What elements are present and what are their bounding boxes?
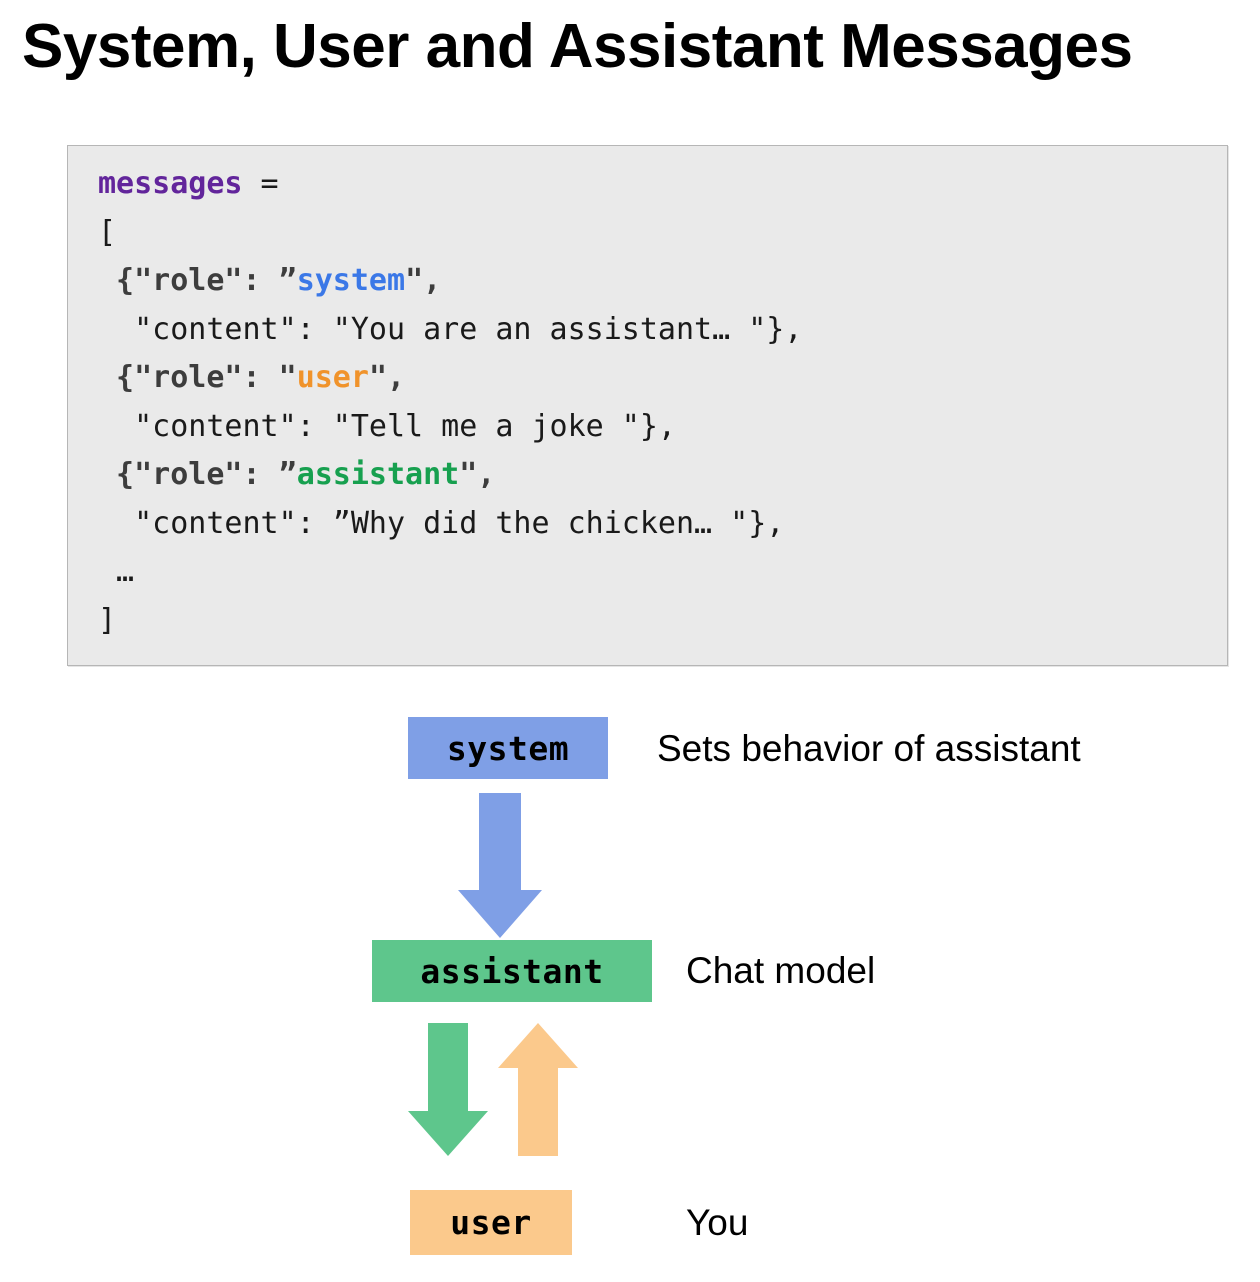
page-title: System, User and Assistant Messages (22, 12, 1133, 81)
code-token-plain: ] (98, 602, 117, 638)
code-token-punct-b: ” (278, 457, 297, 492)
code-line: "content": "You are an assistant… "}, (98, 306, 1221, 355)
code-token-punct-b: { (98, 360, 135, 395)
code-line: [ (98, 209, 1221, 258)
code-token-plain: "content": "You are an assistant… "}, (98, 311, 803, 347)
diagram-node-user[interactable]: user (410, 1190, 572, 1255)
code-line: {"role": ”assistant", (98, 451, 1221, 500)
code-token-punct-b: : (242, 360, 279, 395)
diagram-node-assistant[interactable]: assistant (372, 940, 652, 1002)
code-token-punct-b: : (242, 457, 279, 492)
code-line: … (98, 548, 1221, 597)
code-token-assistant: assistant (296, 457, 460, 492)
code-token-user: user (296, 360, 369, 395)
roles-flow-diagram: system Sets behavior of assistant assist… (0, 690, 1260, 1282)
code-token-key: "role" (134, 360, 243, 395)
code-token-plain: "content": ”Why did the chicken… "}, (98, 505, 785, 541)
code-token-punct-b: { (98, 263, 135, 298)
code-line: ] (98, 597, 1221, 646)
code-token-punct-b: ", (405, 263, 442, 298)
code-token-punct-b: " (278, 360, 297, 395)
code-block: messages =[ {"role": ”system", "content"… (67, 145, 1228, 666)
diagram-node-system[interactable]: system (408, 717, 608, 779)
code-token-plain: … (98, 554, 135, 589)
code-token-key: "role" (134, 457, 243, 492)
diagram-node-system-description: Sets behavior of assistant (657, 728, 1081, 769)
code-token-punct-b: { (98, 457, 135, 492)
code-token-punct-b: ” (278, 263, 297, 298)
code-token-plain: = (242, 166, 279, 201)
code-token-system: system (296, 263, 406, 298)
code-token-plain: "content": "Tell me a joke "}, (98, 408, 676, 444)
code-line: {"role": "user", (98, 354, 1221, 403)
code-line: "content": ”Why did the chicken… "}, (98, 500, 1221, 549)
arrow-assistant-to-user-icon (408, 1023, 488, 1156)
arrow-user-to-assistant-icon (498, 1023, 578, 1156)
code-token-punct-b: : (242, 263, 279, 298)
arrow-system-to-assistant-icon (458, 793, 542, 938)
code-line: {"role": ”system", (98, 257, 1221, 306)
code-token-plain: [ (98, 214, 117, 250)
code-token-punct-b: ", (459, 457, 496, 492)
code-token-var: messages (98, 166, 243, 201)
code-token-punct-b: ", (368, 360, 406, 395)
diagram-node-user-description: You (686, 1202, 749, 1243)
code-lines: messages =[ {"role": ”system", "content"… (98, 160, 1221, 645)
code-line: messages = (98, 160, 1221, 209)
diagram-node-assistant-description: Chat model (686, 950, 876, 991)
code-line: "content": "Tell me a joke "}, (98, 403, 1221, 452)
code-token-key: "role" (134, 263, 243, 298)
